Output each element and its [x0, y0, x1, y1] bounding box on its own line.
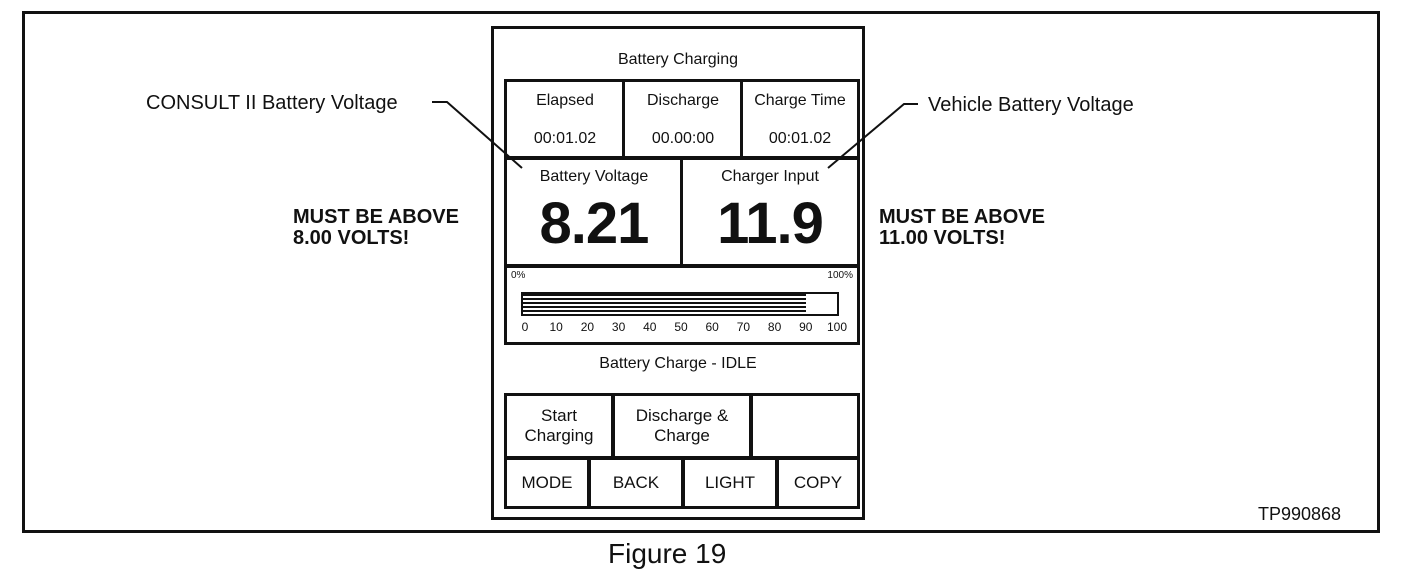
charge-time-label: Charge Time — [754, 92, 846, 109]
meter-scale-label: 90 — [799, 320, 813, 334]
charge-meter: 0% 100% 0 10 20 30 40 50 60 70 80 90 100 — [504, 265, 860, 345]
vehicle-leader-line — [827, 103, 918, 169]
meter-scale-label: 20 — [580, 320, 595, 334]
charge-time-value: 00:01.02 — [768, 130, 832, 147]
warning-line: 11.00 VOLTS! — [879, 227, 1006, 249]
charger-input-label: Charger Input — [721, 168, 819, 185]
meter-scale-label: 10 — [549, 320, 563, 334]
charge-bar — [521, 292, 839, 316]
charge-bar-fill — [523, 294, 806, 314]
copy-button[interactable]: COPY — [776, 457, 860, 509]
discharge-value: 00.00:00 — [651, 130, 715, 147]
charger-input-panel: Charger Input 11.9 — [680, 157, 860, 267]
elapsed-label: Elapsed — [536, 92, 594, 109]
back-button[interactable]: BACK — [588, 457, 684, 509]
warning-charger-input: MUST BE ABOVE 11.00 VOLTS! — [879, 207, 1045, 249]
warning-line: MUST BE ABOVE — [293, 206, 459, 228]
meter-max-label: 100% — [827, 270, 853, 281]
discharge-label: Discharge — [646, 92, 720, 109]
warning-line: 8.00 VOLTS! — [293, 227, 410, 249]
callout-consult-battery-voltage: CONSULT II Battery Voltage — [146, 92, 398, 114]
warning-line: MUST BE ABOVE — [879, 206, 1045, 228]
discharge-and-charge-button[interactable]: Discharge & Charge — [612, 393, 752, 459]
warning-battery-voltage: MUST BE ABOVE 8.00 VOLTS! — [293, 207, 459, 249]
consult-leader-line — [432, 101, 523, 169]
elapsed-timer: Elapsed 00:01.02 — [504, 79, 626, 159]
meter-scale-label: 0 — [521, 320, 529, 334]
battery-voltage-value: 8.21 — [539, 191, 650, 256]
charger-input-value: 11.9 — [717, 191, 824, 256]
meter-scale-label: 40 — [643, 320, 657, 334]
battery-voltage-panel: Battery Voltage 8.21 — [504, 157, 684, 267]
light-button[interactable]: LIGHT — [682, 457, 778, 509]
figure-caption: Figure 19 — [608, 538, 727, 569]
meter-scale-label: 30 — [611, 320, 626, 334]
screen-title: Battery Charging — [617, 51, 739, 68]
callout-vehicle-battery-voltage: Vehicle Battery Voltage — [928, 94, 1134, 116]
figure-code: TP990868 — [1258, 504, 1342, 524]
charge-status: Battery Charge - IDLE — [599, 355, 757, 372]
consult-device-screen: Battery Charging Elapsed 00:01.02 Discha… — [491, 26, 865, 520]
battery-voltage-label: Battery Voltage — [539, 168, 649, 185]
meter-scale-label: 50 — [674, 320, 688, 334]
meter-scale-label: 80 — [767, 320, 782, 334]
meter-scale-label: 60 — [705, 320, 719, 334]
meter-scale-label: 100 — [826, 320, 848, 334]
meter-min-label: 0% — [511, 270, 526, 281]
figure-frame — [22, 11, 1380, 533]
elapsed-value: 00:01.02 — [533, 130, 597, 147]
meter-scale-label: 70 — [736, 320, 751, 334]
